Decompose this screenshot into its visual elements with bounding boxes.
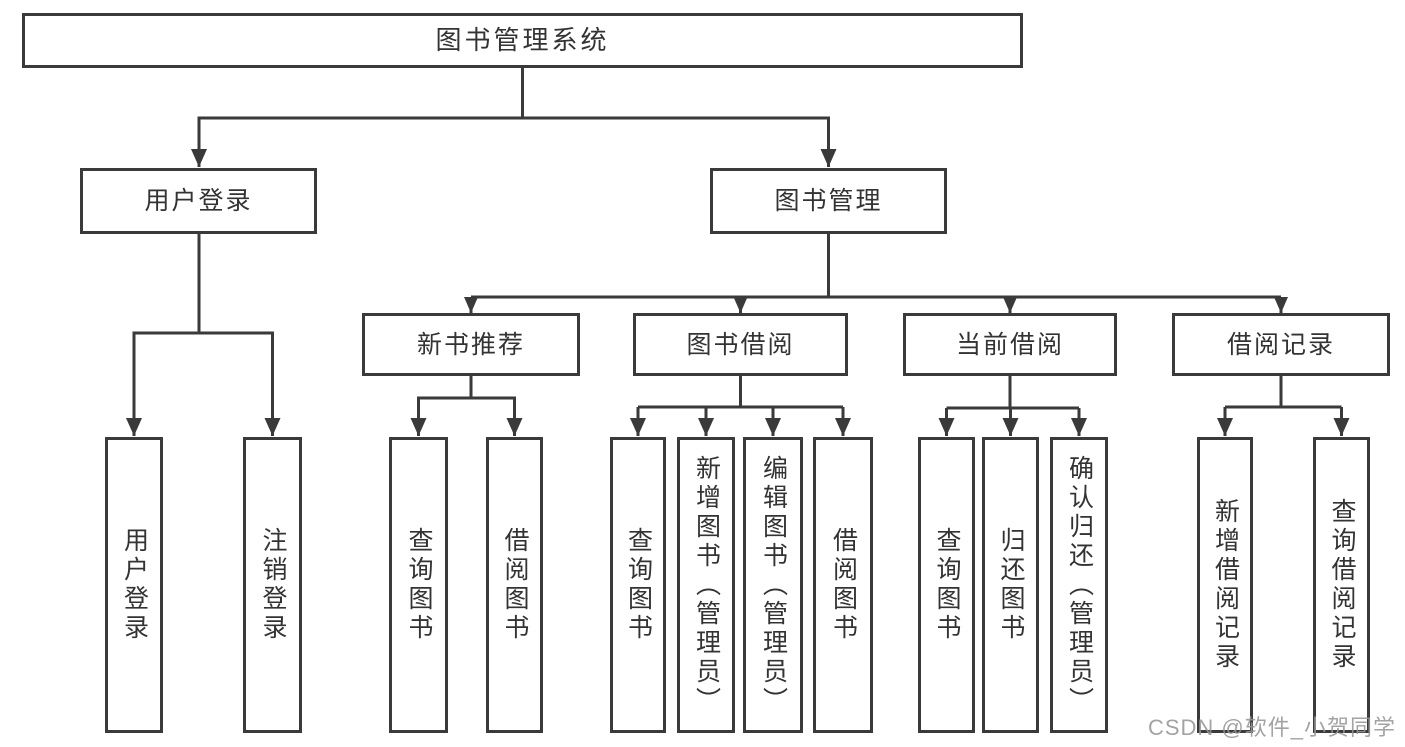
node-user-login: 用户登录 <box>80 168 317 234</box>
node-label: 借阅图书 <box>501 527 529 643</box>
node-label: 确认归还（管理员） <box>1065 454 1094 716</box>
node-label: 当前借阅 <box>955 330 1064 359</box>
node-label: 新增图书（管理员） <box>692 454 721 716</box>
leaf-add-books-admin: 新增图书（管理员） <box>677 437 735 733</box>
node-borrowing-records: 借阅记录 <box>1172 313 1390 376</box>
node-label: 新书推荐 <box>416 330 525 359</box>
node-label: 用户登录 <box>120 527 149 643</box>
node-book-borrowing: 图书借阅 <box>633 313 848 376</box>
node-label: 图书借阅 <box>686 330 795 359</box>
csdn-watermark: CSDN @软件_小贺同学 <box>1147 715 1396 740</box>
leaf-query-books-recommend: 查询图书 <box>389 437 448 733</box>
leaf-edit-books-admin: 编辑图书（管理员） <box>743 437 803 733</box>
leaf-add-borrow-record: 新增借阅记录 <box>1197 437 1253 733</box>
leaf-user-login: 用户登录 <box>105 437 163 733</box>
node-library-management-system: 图书管理系统 <box>22 13 1023 68</box>
node-label: 查询图书 <box>624 527 653 643</box>
leaf-confirm-return-admin: 确认归还（管理员） <box>1050 437 1108 733</box>
node-label: 图书管理 <box>774 187 883 215</box>
node-label: 查询图书 <box>405 527 433 643</box>
leaf-borrow-books-recommend: 借阅图书 <box>486 437 543 733</box>
leaf-query-books-current: 查询图书 <box>918 437 975 733</box>
leaf-logout: 注销登录 <box>243 437 302 733</box>
node-label: 借阅图书 <box>829 527 858 643</box>
node-label: 查询借阅记录 <box>1328 498 1356 672</box>
node-current-borrowing: 当前借阅 <box>903 313 1117 376</box>
node-label: 查询图书 <box>933 527 961 643</box>
node-label: 归还图书 <box>997 527 1025 643</box>
node-label: 借阅记录 <box>1226 330 1335 359</box>
node-label: 注销登录 <box>259 527 287 643</box>
node-book-management: 图书管理 <box>710 168 947 234</box>
node-label: 图书管理系统 <box>435 24 610 55</box>
leaf-query-books-borrowing: 查询图书 <box>610 437 666 733</box>
leaf-borrow-books: 借阅图书 <box>813 437 873 733</box>
node-label: 用户登录 <box>144 187 253 215</box>
leaf-return-books: 归还图书 <box>982 437 1039 733</box>
node-label: 新增借阅记录 <box>1211 498 1240 672</box>
node-label: 编辑图书（管理员） <box>759 454 788 716</box>
node-new-book-recommend: 新书推荐 <box>362 313 580 376</box>
leaf-query-borrow-record: 查询借阅记录 <box>1313 437 1370 733</box>
